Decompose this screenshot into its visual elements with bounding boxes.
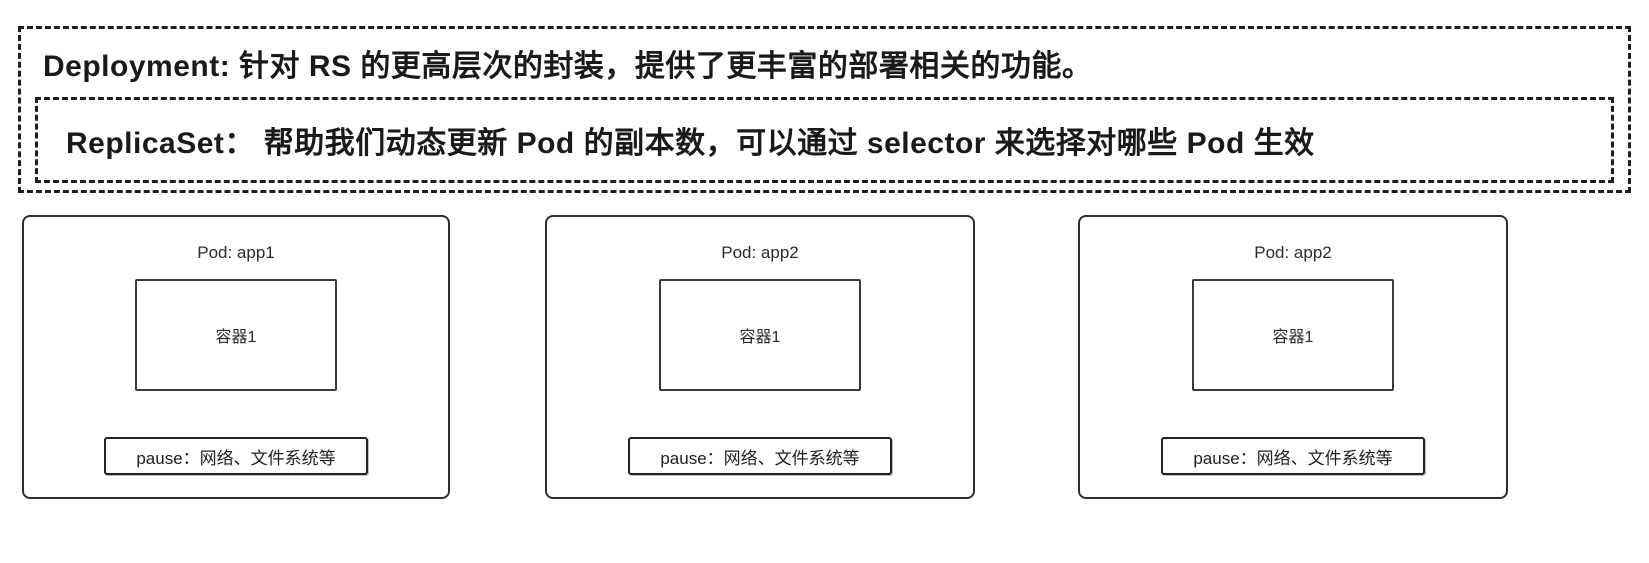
deployment-box: Deployment: 针对 RS 的更高层次的封装，提供了更丰富的部署相关的功… bbox=[18, 26, 1631, 193]
deployment-label: Deployment: 针对 RS 的更高层次的封装，提供了更丰富的部署相关的功… bbox=[43, 50, 1093, 83]
replicaset-box: ReplicaSet： 帮助我们动态更新 Pod 的副本数，可以通过 selec… bbox=[35, 97, 1614, 183]
pod-box-app1: Pod: app1 容器1 pause：网络、文件系统等 bbox=[22, 215, 450, 499]
container-box: 容器1 bbox=[1192, 279, 1394, 391]
container-box: 容器1 bbox=[659, 279, 861, 391]
container-label: 容器1 bbox=[215, 329, 257, 346]
container-box: 容器1 bbox=[135, 279, 337, 391]
replicaset-label: ReplicaSet： 帮助我们动态更新 Pod 的副本数，可以通过 selec… bbox=[66, 127, 1315, 160]
pause-box: pause：网络、文件系统等 bbox=[104, 437, 368, 475]
pod-box-app2-first: Pod: app2 容器1 pause：网络、文件系统等 bbox=[545, 215, 975, 499]
pause-box: pause：网络、文件系统等 bbox=[628, 437, 892, 475]
pause-label: pause：网络、文件系统等 bbox=[660, 448, 860, 468]
pod-title: Pod: app2 bbox=[721, 243, 799, 262]
pod-title: Pod: app1 bbox=[197, 243, 275, 262]
pause-label: pause：网络、文件系统等 bbox=[1193, 448, 1393, 468]
container-label: 容器1 bbox=[739, 329, 781, 346]
pause-box: pause：网络、文件系统等 bbox=[1161, 437, 1425, 475]
pod-box-app2-second: Pod: app2 容器1 pause：网络、文件系统等 bbox=[1078, 215, 1508, 499]
pod-title: Pod: app2 bbox=[1254, 243, 1332, 262]
container-label: 容器1 bbox=[1272, 329, 1314, 346]
pause-label: pause：网络、文件系统等 bbox=[136, 448, 336, 468]
